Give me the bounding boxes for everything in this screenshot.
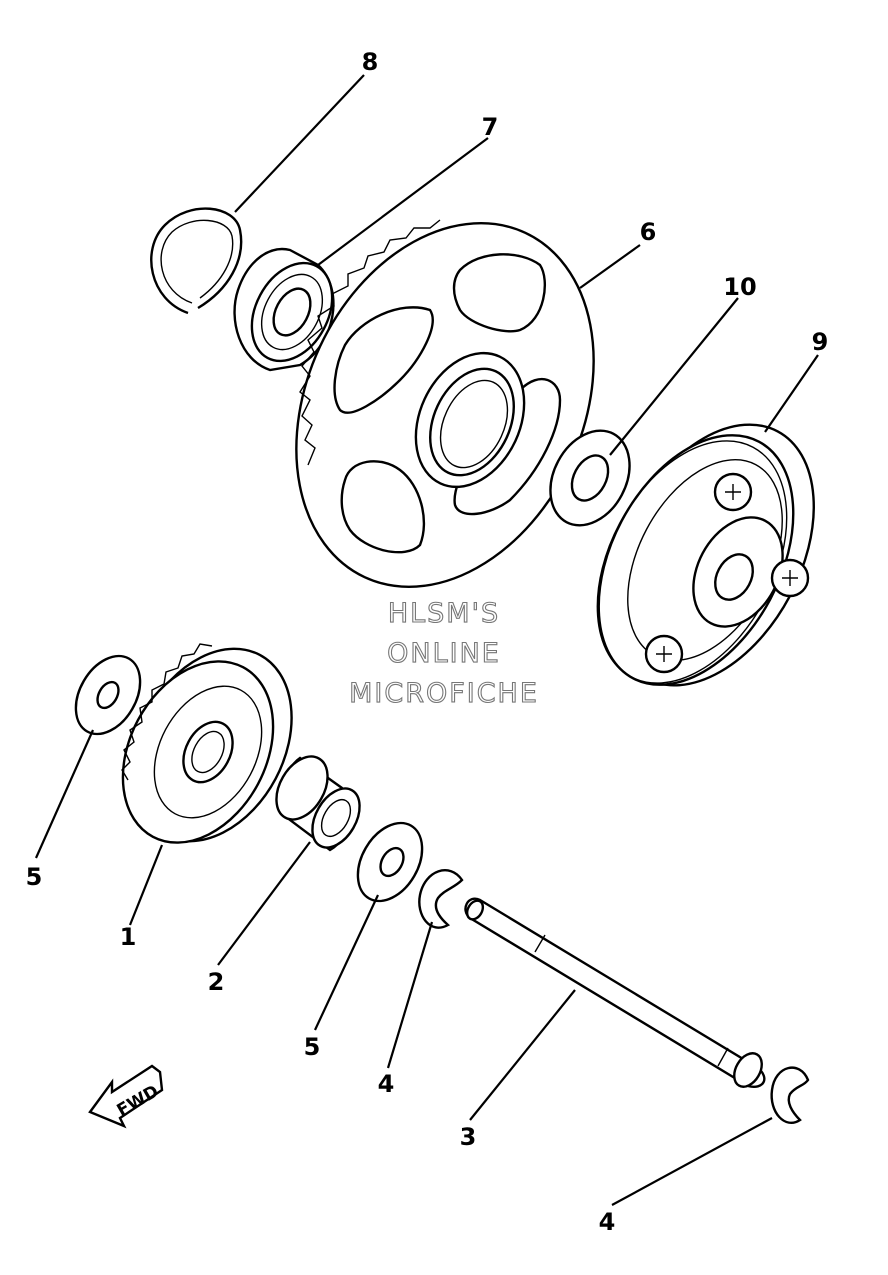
callout-label: 2: [208, 968, 225, 996]
fwd-arrow-icon: FWD: [88, 1064, 164, 1129]
callout-labels: 8 7 6 10 9 5 1 2 5 4 3 4: [26, 48, 829, 1236]
callout-label: 8: [362, 48, 379, 76]
screw-head-icon: [770, 558, 810, 598]
part-4-eclip-lower: [770, 1066, 810, 1124]
part-4-eclip-upper: [418, 869, 464, 929]
callout-label: 4: [378, 1070, 395, 1098]
callout-label: 5: [26, 863, 43, 891]
callout-label: 10: [723, 273, 756, 301]
watermark-line-3: MICROFICHE: [349, 678, 539, 709]
callout-label: 5: [304, 1033, 321, 1061]
part-3-shaft: [464, 897, 766, 1088]
watermark-line-2: ONLINE: [387, 638, 501, 669]
callout-label: 6: [640, 218, 657, 246]
screw-head-icon: [713, 472, 753, 512]
callout-label: 3: [460, 1123, 477, 1151]
part-1-idle-gear: [121, 643, 293, 844]
part-9-starter-clutch: [596, 423, 815, 687]
part-5-washer-lower: [356, 821, 424, 903]
part-5-washer-left: [74, 654, 142, 736]
callout-label: 7: [482, 113, 499, 141]
leader-lines: [34, 74, 819, 1206]
part-2-needle-bearing: [275, 755, 361, 852]
watermark-line-1: HLSM'S: [388, 598, 500, 629]
callout-label: 4: [599, 1208, 616, 1236]
watermark: HLSM'S ONLINE MICROFICHE: [349, 597, 539, 709]
part-8-circlip: [150, 207, 243, 315]
callout-label: 9: [812, 328, 829, 356]
screw-head-icon: [644, 634, 684, 674]
part-6-starter-wheel-gear: [295, 219, 595, 589]
callout-label: 1: [120, 923, 137, 951]
